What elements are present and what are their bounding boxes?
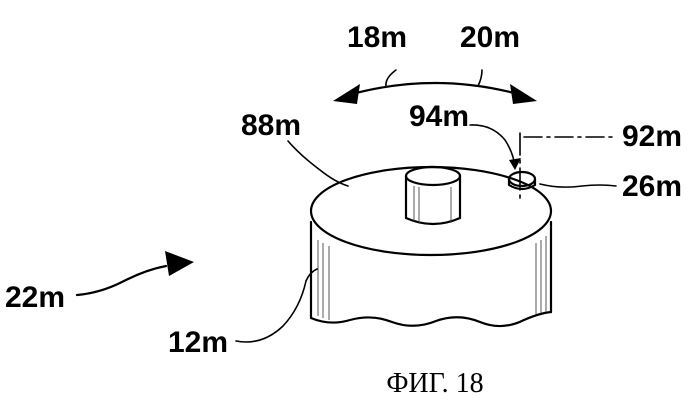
arrow-22m-icon <box>165 251 194 276</box>
label-26m: 26m <box>622 170 682 203</box>
label-22m: 22m <box>5 281 65 314</box>
cylinder-body <box>311 167 551 326</box>
central-shaft <box>406 167 460 224</box>
arrowhead-left-icon <box>333 84 360 104</box>
top-face <box>311 167 551 255</box>
figure-caption: ФИГ. 18 <box>386 368 483 399</box>
label-94m: 94m <box>409 100 469 133</box>
arrowhead-right-icon <box>510 84 537 104</box>
label-88m: 88m <box>241 109 301 142</box>
label-92m: 92m <box>622 120 682 153</box>
pin-26m <box>509 172 535 189</box>
label-18m: 18m <box>347 21 407 54</box>
label-20m: 20m <box>460 21 520 54</box>
label-12m: 12m <box>168 326 228 359</box>
